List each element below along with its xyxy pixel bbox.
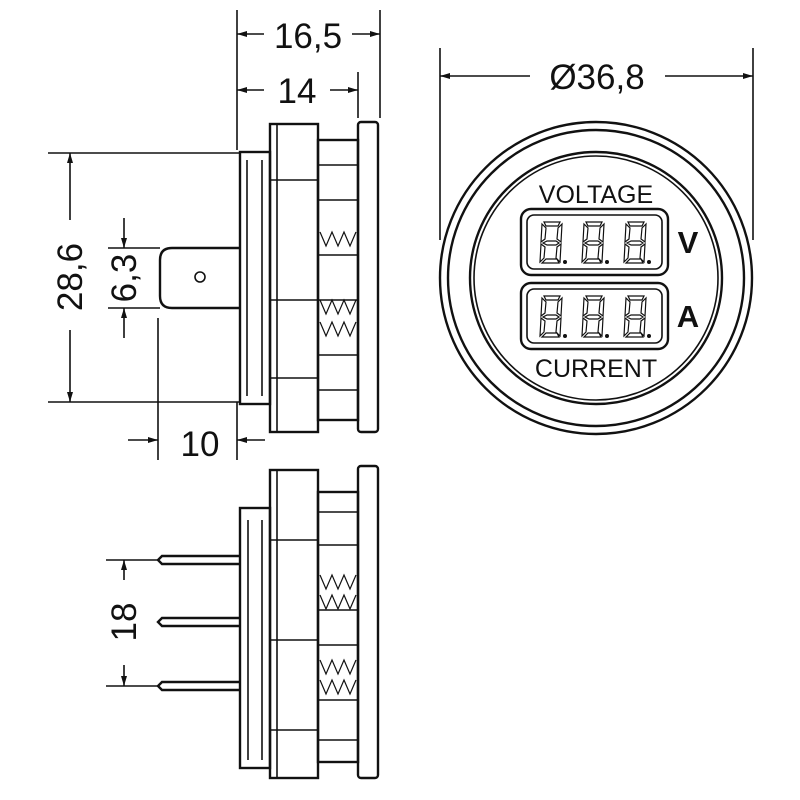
side-view-bottom: 18 [105,464,380,780]
voltage-label: VOLTAGE [539,181,653,209]
dim-terminal-width: 6,3 [105,254,144,303]
voltage-unit-label: V [678,225,699,260]
dim-terminal-length: 10 [181,425,220,464]
current-label: CURRENT [535,355,657,383]
dim-body-depth: 14 [278,72,317,111]
dim-body-height: 28,6 [51,243,90,311]
dim-pin-spacing: 18 [105,603,144,642]
current-unit-label: A [677,299,699,334]
current-readout [539,295,652,339]
side-view-top: 16,5 14 28,6 [48,10,381,464]
dim-overall-depth: 16,5 [274,17,342,56]
front-view: Ø36,8 VOLTAGE CURRENT V A [438,48,754,436]
dim-diameter: Ø36,8 [549,58,644,97]
voltage-readout [539,221,652,265]
